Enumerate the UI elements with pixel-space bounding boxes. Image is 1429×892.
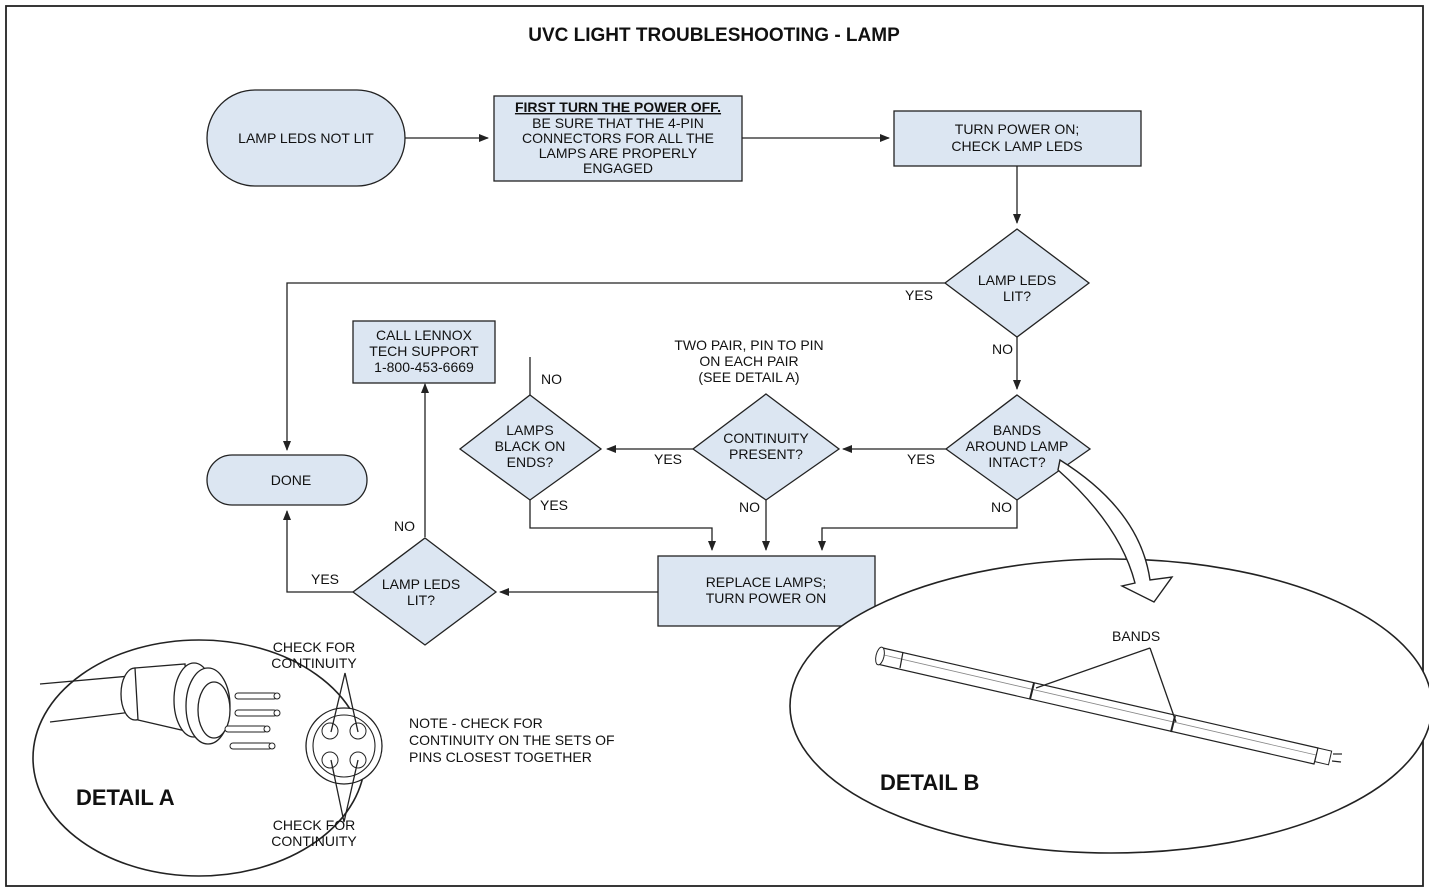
detail-b-title: DETAIL B [880, 770, 979, 795]
label-yes-leds-1: YES [905, 287, 933, 303]
decision-leds-lit-1: LAMP LEDS LIT? [943, 228, 1091, 338]
power-off-line-3: LAMPS ARE PROPERLY [539, 145, 698, 161]
diagram-title: UVC LIGHT TROUBLESHOOTING - LAMP [528, 25, 900, 46]
call-line-3: 1-800-453-6669 [374, 359, 474, 375]
connector-pins-icon [224, 692, 281, 750]
bands-line-1: BANDS [993, 422, 1041, 438]
decision-continuity: CONTINUITY PRESENT? [691, 393, 841, 501]
bands-line-2: AROUND LAMP [966, 438, 1069, 454]
label-yes-black-ends: YES [540, 497, 568, 513]
done-text: DONE [271, 472, 311, 488]
label-no-bands: NO [991, 499, 1012, 515]
continuity-line-1: CONTINUITY [723, 430, 809, 446]
note-line-3: PINS CLOSEST TOGETHER [409, 749, 592, 765]
leds-lit-1-line-2: LIT? [1003, 288, 1031, 304]
turn-on-line-1: TURN POWER ON; [955, 121, 1079, 137]
detail-a-title: DETAIL A [76, 785, 175, 810]
page-frame [5, 5, 1424, 887]
decision-bands-intact: BANDS AROUND LAMP INTACT? [944, 394, 1092, 501]
connector-end-view-icon [305, 707, 383, 785]
zoom-arrow-icon [1057, 458, 1174, 603]
power-off-heading: FIRST TURN THE POWER OFF. [515, 99, 721, 115]
decision-leds-lit-2: LAMP LEDS LIT? [351, 537, 498, 646]
check-top-line-2: CONTINUITY [271, 655, 357, 671]
label-no-leds-1: NO [992, 341, 1013, 357]
check-top-line-1: CHECK FOR [273, 639, 355, 655]
bands-label: BANDS [1112, 628, 1160, 644]
decision-black-ends: LAMPS BLACK ON ENDS? [458, 394, 603, 501]
label-no-black-ends: NO [541, 371, 562, 387]
label-yes-continuity: YES [654, 451, 682, 467]
black-ends-line-3: ENDS? [507, 454, 554, 470]
replace-line-1: REPLACE LAMPS; [706, 574, 827, 590]
node-start-text: LAMP LEDS NOT LIT [238, 130, 374, 146]
black-ends-line-2: BLACK ON [495, 438, 566, 454]
node-replace-lamps: REPLACE LAMPS; TURN POWER ON [657, 555, 876, 627]
leds-lit-2-line-2: LIT? [407, 592, 435, 608]
check-bottom-line-2: CONTINUITY [271, 833, 357, 849]
node-start: LAMP LEDS NOT LIT [206, 89, 406, 187]
node-done: DONE [206, 454, 368, 506]
two-pair-line-2: ON EACH PAIR [699, 353, 798, 369]
replace-line-2: TURN POWER ON [706, 590, 827, 606]
label-yes-leds-2: YES [311, 571, 339, 587]
power-off-line-4: ENGAGED [583, 160, 653, 176]
two-pair-line-1: TWO PAIR, PIN TO PIN [674, 337, 823, 353]
note-line-1: NOTE - CHECK FOR [409, 715, 543, 731]
power-off-line-1: BE SURE THAT THE 4-PIN [532, 115, 704, 131]
black-ends-line-1: LAMPS [506, 422, 553, 438]
call-line-2: TECH SUPPORT [369, 343, 479, 359]
leds-lit-1-line-1: LAMP LEDS [978, 272, 1056, 288]
continuity-line-2: PRESENT? [729, 446, 803, 462]
label-yes-bands: YES [907, 451, 935, 467]
detail-a: CHECK FOR CONTINUITY CHECK FOR CONTINUIT… [32, 639, 383, 877]
turn-on-line-2: CHECK LAMP LEDS [951, 138, 1082, 154]
node-call-lennox: CALL LENNOX TECH SUPPORT 1-800-453-6669 [352, 320, 496, 384]
bands-line-3: INTACT? [988, 454, 1046, 470]
check-bottom-line-1: CHECK FOR [273, 817, 355, 833]
power-off-line-2: CONNECTORS FOR ALL THE [522, 130, 714, 146]
note-line-2: CONTINUITY ON THE SETS OF [409, 732, 615, 748]
detail-b: BANDS DETAIL B [789, 458, 1429, 854]
label-no-leds-2: NO [394, 518, 415, 534]
label-no-continuity: NO [739, 499, 760, 515]
leds-lit-2-line-1: LAMP LEDS [382, 576, 460, 592]
node-turn-power-on: TURN POWER ON; CHECK LAMP LEDS [893, 110, 1142, 167]
call-line-1: CALL LENNOX [376, 327, 473, 343]
two-pair-line-3: (SEE DETAIL A) [698, 369, 799, 385]
node-power-off: FIRST TURN THE POWER OFF. BE SURE THAT T… [493, 95, 743, 182]
